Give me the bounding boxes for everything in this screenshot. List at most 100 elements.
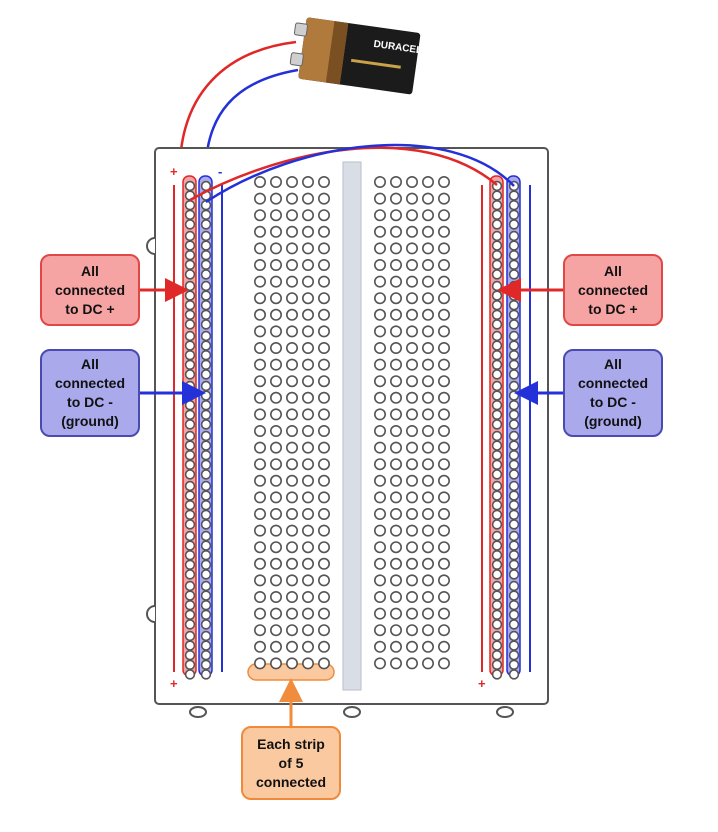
terminal-hole	[389, 192, 402, 205]
terminal-hole	[254, 358, 267, 371]
rail-hole	[200, 209, 212, 221]
terminal-hole	[254, 458, 267, 471]
terminal-hole	[421, 242, 434, 255]
rail-hole	[200, 240, 212, 251]
terminal-hole	[421, 391, 434, 404]
jumper-negative-wire	[205, 143, 515, 204]
terminal-hole	[373, 424, 386, 437]
terminal-hole	[269, 325, 282, 338]
rail-hole	[491, 599, 503, 611]
rail-hole	[491, 200, 503, 211]
terminal-hole	[405, 557, 418, 570]
terminal-hole	[269, 408, 282, 421]
terminal-hole	[317, 192, 330, 205]
rail-hole	[508, 309, 520, 320]
rail-hole	[200, 640, 212, 651]
right-plus-symbol-bottom: +	[478, 676, 486, 691]
rail-hole	[491, 259, 503, 270]
terminal-hole	[421, 474, 434, 487]
rail-hole	[184, 630, 196, 642]
rail-hole	[184, 530, 196, 542]
rail-hole	[200, 619, 212, 630]
rail-hole	[491, 490, 503, 501]
rail-hole	[491, 480, 503, 492]
terminal-hole	[254, 441, 267, 454]
rail-hole	[200, 519, 212, 530]
rail-hole	[491, 509, 503, 520]
terminal-hole	[317, 209, 330, 222]
terminal-hole	[437, 574, 450, 587]
terminal-hole	[421, 358, 434, 371]
terminal-hole	[285, 557, 298, 570]
rail-hole	[200, 290, 212, 301]
rail-hole	[508, 319, 520, 330]
terminal-hole	[317, 424, 330, 437]
terminal-hole	[254, 341, 267, 354]
terminal-hole	[373, 308, 386, 321]
terminal-hole	[254, 507, 267, 520]
rail-hole	[491, 519, 503, 530]
terminal-hole	[285, 590, 298, 603]
rail-hole	[508, 380, 520, 392]
terminal-hole	[405, 657, 418, 670]
terminal-hole	[285, 176, 298, 189]
rail-hole	[184, 490, 196, 501]
terminal-hole	[405, 474, 418, 487]
terminal-hole	[317, 607, 330, 620]
terminal-hole	[254, 607, 267, 620]
rail-hole	[200, 659, 212, 670]
terminal-hole	[405, 391, 418, 404]
rail-hole	[184, 340, 196, 351]
terminal-hole	[269, 375, 282, 388]
terminal-hole	[301, 590, 314, 603]
terminal-hole	[317, 225, 330, 238]
terminal-hole	[437, 557, 450, 570]
terminal-hole	[373, 474, 386, 487]
terminal-hole	[317, 640, 330, 653]
terminal-hole	[301, 441, 314, 454]
terminal-hole	[269, 607, 282, 620]
rail-hole	[491, 469, 503, 480]
rail-hole	[491, 269, 503, 280]
rail-hole	[491, 290, 503, 301]
terminal-hole	[254, 424, 267, 437]
rail-hole	[184, 469, 196, 480]
terminal-hole	[373, 524, 386, 537]
rail-hole	[200, 390, 212, 401]
terminal-hole	[269, 590, 282, 603]
rail-hole	[200, 630, 212, 642]
rail-hole	[508, 559, 520, 570]
terminal-hole	[301, 375, 314, 388]
rail-hole	[200, 419, 212, 430]
terminal-hole	[437, 607, 450, 620]
terminal-hole	[437, 176, 450, 189]
terminal-hole	[301, 358, 314, 371]
rail-hole	[508, 469, 520, 480]
terminal-hole	[421, 657, 434, 670]
terminal-hole	[421, 325, 434, 338]
rail-hole	[508, 259, 520, 270]
rail-hole	[200, 459, 212, 470]
terminal-hole	[254, 590, 267, 603]
terminal-hole	[317, 624, 330, 637]
terminal-hole	[285, 441, 298, 454]
terminal-hole	[405, 491, 418, 504]
rail-hole	[491, 580, 503, 592]
rail-hole	[184, 200, 196, 211]
rail-hole	[508, 669, 520, 680]
rail-hole	[508, 219, 520, 230]
terminal-hole	[254, 557, 267, 570]
terminal-hole	[373, 391, 386, 404]
terminal-hole	[269, 507, 282, 520]
terminal-hole	[254, 292, 267, 305]
rail-hole	[184, 280, 196, 292]
terminal-hole	[285, 192, 298, 205]
rail-hole	[491, 330, 503, 342]
terminal-hole	[317, 408, 330, 421]
terminal-hole	[285, 209, 298, 222]
terminal-hole	[437, 590, 450, 603]
terminal-hole	[421, 225, 434, 238]
terminal-hole	[373, 375, 386, 388]
rail-hole	[184, 549, 196, 561]
terminal-hole	[437, 358, 450, 371]
